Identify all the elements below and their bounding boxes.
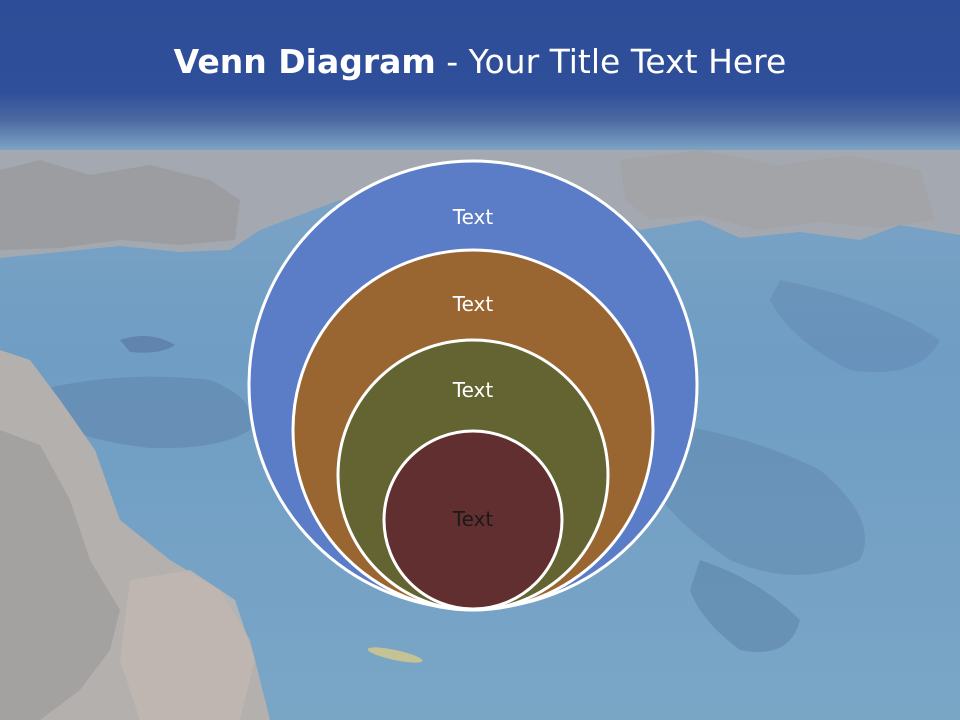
venn-ring-outer-label: Text (452, 205, 494, 229)
venn-ring-second-label: Text (452, 292, 494, 316)
title-band (0, 0, 960, 150)
title-bold-part: Venn Diagram (173, 42, 436, 81)
venn-ring-third-label: Text (452, 378, 494, 402)
venn-ring-inner (382, 429, 564, 611)
title-rest-part: - Your Title Text Here (435, 42, 787, 81)
slide-title: Venn Diagram - Your Title Text Here (0, 40, 960, 84)
venn-ring-inner-label: Text (452, 507, 494, 531)
